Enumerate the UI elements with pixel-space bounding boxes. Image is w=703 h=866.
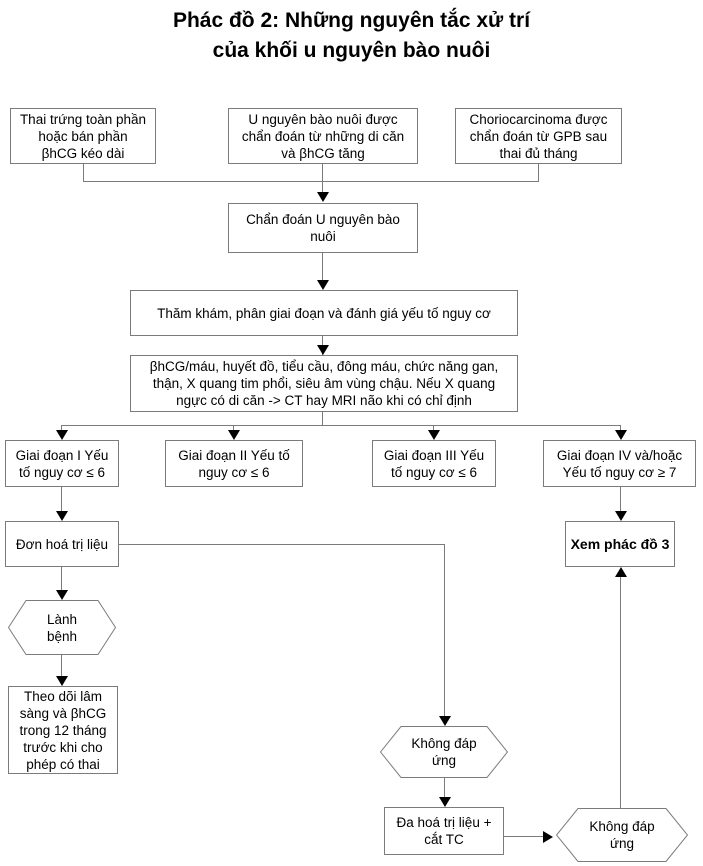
node-label: Choriocarcinoma được chẩn đoán từ GPB sa… [469,111,608,161]
node-label: Thai trứng toàn phần hoặc bán phần βhCG … [19,111,147,161]
node-label: Đa hoá trị liệu + cắt TC [396,815,492,847]
arrowhead-to-no-response-1 [439,716,451,726]
node-workup[interactable]: βhCG/máu, huyết đồ, tiểu cầu, đông máu, … [130,355,518,412]
node-label: Chẩn đoán U nguyên bào nuôi [246,212,400,244]
edge-row1-drop [322,164,323,198]
node-diagnosis[interactable]: Chẩn đoán U nguyên bào nuôi [228,203,418,253]
node-label: Giai đoạn III Yếu tố nguy cơ ≤ 6 [383,447,485,480]
node-label: Xem phác đồ 3 [570,535,670,552]
arrowhead-to-single-chemo [56,511,68,521]
edge-workup-drop [322,412,323,426]
hexagon-shape-icon [556,808,688,862]
node-single-agent-chemo[interactable]: Đơn hoá trị liệu [5,521,119,567]
node-label: Theo dõi lâm sàng và βhCG trong 12 tháng… [19,688,107,772]
node-label: Giai đoạn IV và/hoặc Yếu tố nguy cơ ≥ 7 [556,447,683,480]
node-source-choriocarcinoma[interactable]: Choriocarcinoma được chẩn đoán từ GPB sa… [455,108,622,164]
edge-stage4-stub [620,425,621,433]
edge-noresp1-to-multi [444,778,445,806]
edge-stage4-to-protocol3 [620,487,621,519]
edge-stage1-to-chemo [61,487,62,519]
node-stage-2[interactable]: Giai đoạn II Yếu tố nguy cơ ≤ 6 [165,440,303,487]
edge-multi-to-noresp2 [504,836,549,837]
edge-noresp2-up-to-protocol3 [620,576,621,808]
arrowhead-to-protocol3 [615,511,627,521]
node-label: Giai đoạn I Yếu tố nguy cơ ≤ 6 [15,447,109,480]
node-followup[interactable]: Theo dõi lâm sàng và βhCG trong 12 tháng… [8,686,118,774]
arrowhead-to-stage1 [56,430,68,440]
arrowhead-to-stage3 [428,430,440,440]
node-stage-3[interactable]: Giai đoạn III Yếu tố nguy cơ ≤ 6 [372,440,496,487]
arrowhead-to-stage2 [228,430,240,440]
edge-chemo-right [119,544,444,545]
arrowhead-to-cured [56,590,68,600]
edge-stage3-stub [433,425,434,433]
node-see-protocol-3[interactable]: Xem phác đồ 3 [565,521,675,567]
edge-chemo-down-to-noresp1 [444,544,445,722]
edge-mole-stub [83,164,84,181]
node-label: Thăm khám, phân giai đoạn và đánh giá yế… [157,305,491,321]
node-exam-staging[interactable]: Thăm khám, phân giai đoạn và đánh giá yế… [130,290,518,336]
node-label: Giai đoạn II Yếu tố nguy cơ ≤ 6 [178,447,290,480]
edge-cured-to-followup [61,655,62,685]
node-multi-agent-chemo[interactable]: Đa hoá trị liệu + cắt TC [384,807,504,855]
arrowhead-to-followup [56,676,68,686]
node-label: Lành bệnh [46,611,78,644]
edge-stage1-stub [61,425,62,433]
node-source-complete-mole[interactable]: Thai trứng toàn phần hoặc bán phần βhCG … [10,108,156,164]
node-label: U nguyên bào nuôi được chẩn đoán từ nhữn… [241,111,405,161]
page-title: Phác đồ 2: Những nguyên tắc xử trí của k… [172,9,531,62]
node-source-metastatic-gtn[interactable]: U nguyên bào nuôi được chẩn đoán từ nhữn… [228,108,418,164]
edge-row1-bus [83,181,539,182]
arrowhead-to-diagnosis [317,192,329,202]
node-stage-4[interactable]: Giai đoạn IV và/hoặc Yếu tố nguy cơ ≥ 7 [543,440,696,487]
arrowhead-to-workup [317,345,329,355]
edge-stage2-stub [233,425,234,433]
arrowhead-to-stage4 [615,430,627,440]
hexagon-shape-icon [8,600,116,655]
node-cured[interactable]: Lành bệnh [8,600,116,655]
arrowhead-up-to-protocol3 [615,567,627,577]
node-label: βhCG/máu, huyết đồ, tiểu cầu, đông máu, … [149,359,499,408]
node-label: Đơn hoá trị liệu [15,536,109,552]
node-no-response-1[interactable]: Không đáp ứng [380,726,508,778]
hexagon-shape-icon [380,726,508,778]
node-stage-1[interactable]: Giai đoạn I Yếu tố nguy cơ ≤ 6 [5,440,119,487]
edge-chorio-stub [538,164,539,181]
node-label: Không đáp ứng [411,736,477,768]
node-no-response-2[interactable]: Không đáp ứng [556,808,688,862]
edge-diagnosis-to-exam [322,253,323,286]
arrowhead-to-multi-chemo [439,797,451,807]
arrowhead-to-no-response-2 [543,831,553,843]
arrowhead-to-exam [317,280,329,290]
edge-stage-bus [61,425,620,426]
edge-chemo-to-cured [61,567,62,597]
node-label: Không đáp ứng [589,819,655,851]
